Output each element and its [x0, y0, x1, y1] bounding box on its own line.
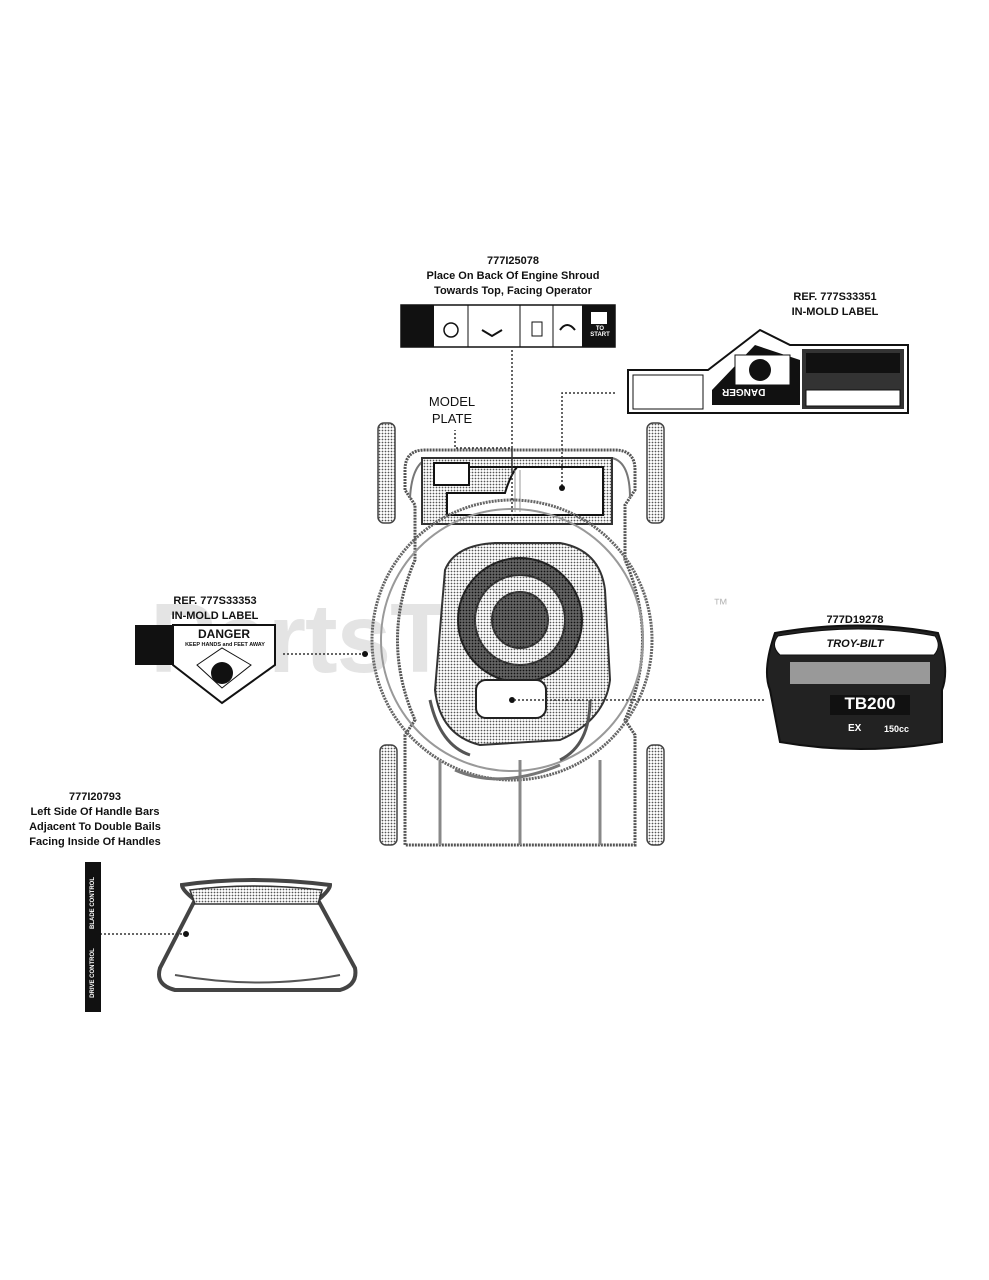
- engine-decal-to-start: TO START: [590, 326, 610, 338]
- handle-line1: Left Side Of Handle Bars: [30, 806, 160, 818]
- wheel-front-right: [646, 422, 665, 524]
- model-plate-label: MODEL PLATE: [420, 393, 484, 427]
- left-in-mold-ref: REF. 777S33353: [173, 595, 257, 607]
- handle-decal-drive-control: DRIVE CONTROL: [90, 948, 96, 998]
- handle-line2: Adjacent To Double Bails: [29, 821, 161, 833]
- troy-bilt-brand: TROY-BILT: [826, 638, 884, 650]
- right-in-mold-decal: [627, 328, 909, 414]
- model-plate-line2: PLATE: [431, 411, 473, 426]
- troy-bilt-cc: 150cc: [884, 724, 910, 734]
- handle-line3: Facing Inside Of Handles: [29, 836, 161, 848]
- engine-shroud-decal: [400, 304, 616, 348]
- deck-circle: [370, 498, 654, 782]
- troy-bilt-model: TB200: [844, 694, 896, 713]
- right-in-mold-type: IN-MOLD LABEL: [791, 306, 879, 318]
- model-plate-line1: MODEL: [428, 394, 476, 409]
- left-in-mold-decal: [135, 624, 276, 705]
- left-in-mold-callout: REF. 777S33353 IN-MOLD LABEL: [150, 594, 280, 624]
- handle-callout: 777I20793 Left Side Of Handle Bars Adjac…: [15, 790, 175, 850]
- model-plate-box: [433, 462, 470, 486]
- engine-shroud-part-number: 777I25078: [487, 255, 539, 267]
- wheel-rear-left: [379, 744, 398, 846]
- handle-bar-drawing: [100, 878, 358, 992]
- engine-shroud-line1: Place On Back Of Engine Shroud: [426, 270, 600, 282]
- left-decal-subtext: KEEP HANDS and FEET AWAY: [185, 642, 265, 648]
- right-in-mold-callout: REF. 777S33351 IN-MOLD LABEL: [770, 290, 900, 320]
- troy-bilt-part-number: 777D19278: [826, 614, 884, 626]
- handle-part-number: 777I20793: [69, 791, 121, 803]
- trademark-symbol: ™: [713, 596, 728, 613]
- troy-bilt-decal: [765, 624, 947, 750]
- troy-bilt-engine: EX: [848, 723, 862, 734]
- wheel-rear-right: [646, 744, 665, 846]
- leader-lines: [283, 350, 764, 701]
- troy-bilt-callout: 777D19278: [800, 613, 910, 628]
- engine-shroud-line2: Towards Top, Facing Operator: [434, 285, 592, 297]
- engine-shroud-callout: 777I25078 Place On Back Of Engine Shroud…: [398, 254, 628, 299]
- left-in-mold-type: IN-MOLD LABEL: [171, 610, 259, 622]
- wheel-front-left: [377, 422, 396, 524]
- handle-decal: [85, 862, 101, 1012]
- right-in-mold-ref: REF. 777S33351: [793, 291, 877, 303]
- left-decal-danger: DANGER: [197, 627, 250, 641]
- right-decal-danger: DANGER: [722, 386, 766, 397]
